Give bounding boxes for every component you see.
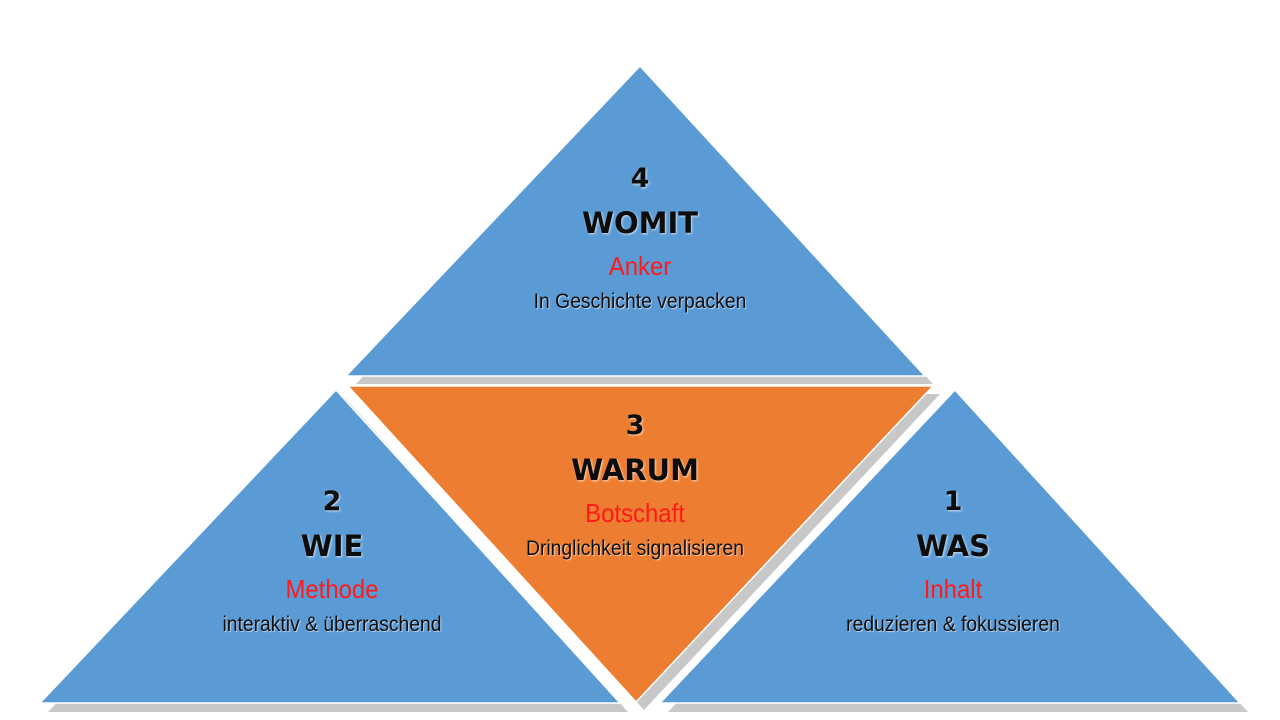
label-center-warum: 3 WARUM Botschaft Dringlichkeit signalis… <box>455 404 815 564</box>
step-number: 1 <box>943 486 963 517</box>
step-number: 2 <box>322 486 342 517</box>
step-description: reduzieren & fokussieren <box>846 613 1060 636</box>
label-top-womit: 4 WOMIT Anker In Geschichte verpacken <box>460 157 820 317</box>
step-number: 4 <box>630 163 650 194</box>
step-description: interaktiv & überraschend <box>222 613 442 636</box>
step-description: In Geschichte verpacken <box>533 290 747 313</box>
label-left-wie: 2 WIE Methode interaktiv & überraschend <box>152 480 512 640</box>
step-subtitle: Inhalt <box>923 574 983 604</box>
step-question: WARUM <box>571 453 699 487</box>
step-description: Dringlichkeit signalisieren <box>526 537 744 560</box>
triangle-top-womit <box>344 64 927 377</box>
triangle-right-was <box>658 388 1242 704</box>
step-number: 3 <box>625 410 645 441</box>
triangle-left-wie <box>38 388 622 704</box>
label-right-was: 1 WAS Inhalt reduzieren & fokussieren <box>773 480 1133 640</box>
step-question: WOMIT <box>581 206 699 240</box>
step-subtitle: Methode <box>285 574 379 604</box>
step-subtitle: Botschaft <box>585 498 685 528</box>
step-subtitle: Anker <box>608 251 672 281</box>
step-question: WIE <box>300 529 364 563</box>
triangle-center-warum <box>346 385 935 704</box>
step-question: WAS <box>915 529 990 563</box>
